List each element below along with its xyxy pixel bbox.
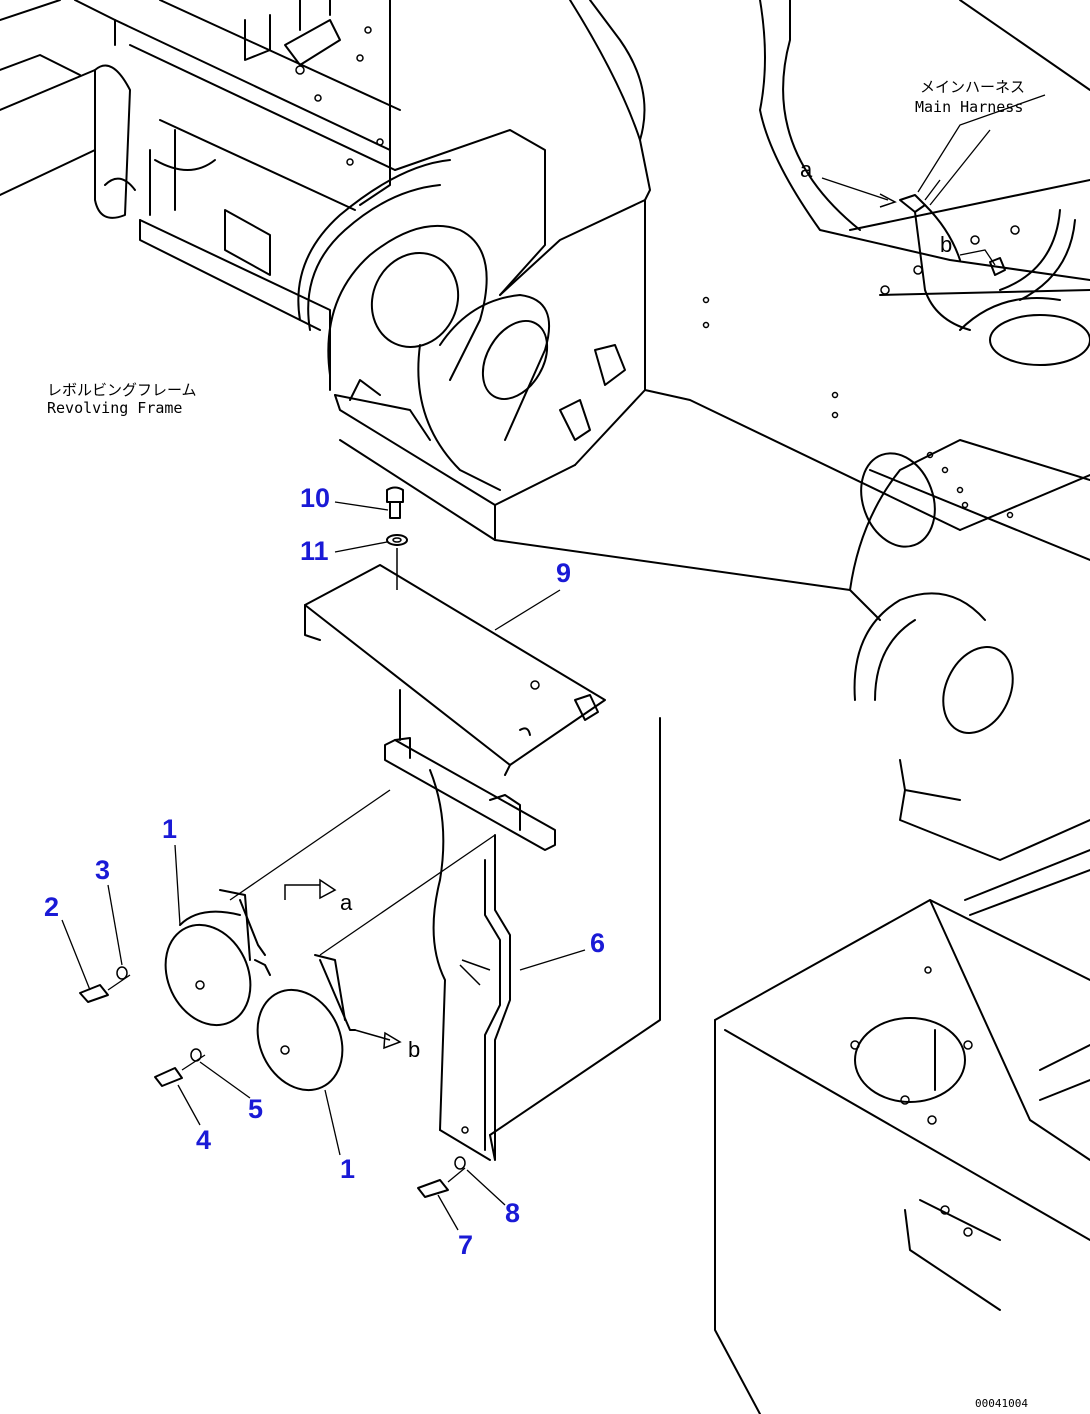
callout-leaders xyxy=(61,501,561,1231)
callout-5: 5 xyxy=(248,1094,263,1124)
connection-arrows xyxy=(284,94,1046,1050)
bolt-and-washer-drawing xyxy=(386,486,408,590)
horn-bracket-drawing xyxy=(384,737,586,1161)
boom-foot-bracket-drawing xyxy=(297,129,626,541)
revolving-frame-label-jp: レボルビングフレーム xyxy=(47,381,197,399)
main-harness-drawing xyxy=(899,194,1076,331)
callout-3: 3 xyxy=(95,855,110,885)
callout-1-lower: 1 xyxy=(340,1154,355,1184)
callout-9: 9 xyxy=(556,558,571,588)
rear-frame-drawing xyxy=(0,0,401,391)
connection-letter-b-bottom: b xyxy=(408,1037,420,1062)
main-harness-label-jp: メインハーネス xyxy=(920,78,1025,96)
callout-2: 2 xyxy=(44,892,59,922)
fasteners-drawing xyxy=(79,966,466,1198)
callout-11: 11 xyxy=(300,536,329,566)
horns-drawing xyxy=(164,789,496,1092)
main-harness-label-en: Main Harness xyxy=(915,98,1023,116)
connection-letter-a-top: a xyxy=(800,157,813,182)
callout-8: 8 xyxy=(505,1198,520,1228)
callout-6: 6 xyxy=(590,928,605,958)
callout-4: 4 xyxy=(196,1125,211,1155)
figure-id: 00041004 xyxy=(975,1397,1028,1410)
callout-7: 7 xyxy=(458,1230,473,1260)
callout-10: 10 xyxy=(300,483,330,513)
revolving-frame-label-en: Revolving Frame xyxy=(47,399,182,417)
connection-letter-a-bottom: a xyxy=(340,890,353,915)
horn-cover-drawing xyxy=(304,564,606,776)
lower-right-frame-drawing xyxy=(714,592,1090,1414)
connection-letter-b-top: b xyxy=(940,232,952,257)
callout-1-upper: 1 xyxy=(162,814,177,844)
revolving-frame-drawing xyxy=(489,0,1090,1136)
